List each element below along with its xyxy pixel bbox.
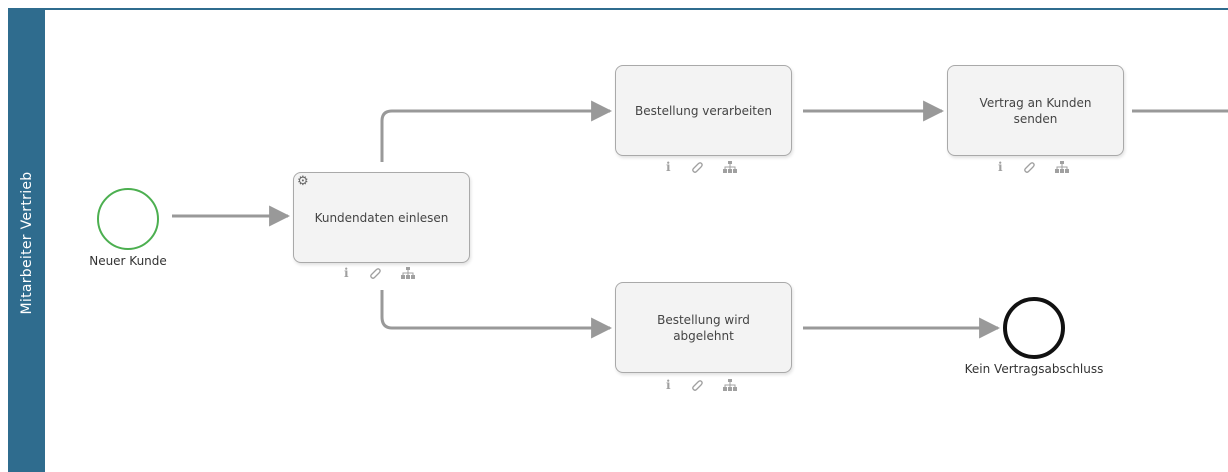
start-event-label: Neuer Kunde — [89, 254, 167, 268]
info-icon[interactable]: i — [666, 378, 671, 392]
task-bestellung-verarbeiten[interactable]: Bestellung verarbeiten — [615, 65, 792, 156]
flow-kundendaten-to-abgelehnt[interactable] — [380, 290, 613, 339]
info-icon[interactable]: i — [666, 160, 671, 174]
task-actions: i — [666, 160, 737, 174]
hierarchy-icon[interactable] — [400, 267, 415, 279]
flow-kundendaten-to-bestellung-verarbeiten[interactable] — [380, 100, 613, 162]
attachment-icon[interactable] — [369, 267, 381, 279]
task-vertrag-an-kunden-senden[interactable]: Vertrag an Kunden senden — [947, 65, 1124, 156]
attachment-icon[interactable] — [1023, 161, 1035, 173]
task-label: Bestellung wird abgelehnt — [657, 312, 750, 343]
attachment-icon[interactable] — [691, 379, 703, 391]
gear-icon: ⚙ — [297, 174, 309, 189]
task-bestellung-wird-abgelehnt[interactable]: Bestellung wird abgelehnt — [615, 282, 792, 373]
end-event-label: Kein Vertragsabschluss — [964, 362, 1104, 376]
info-icon[interactable]: i — [344, 266, 349, 280]
start-event[interactable] — [97, 188, 159, 250]
task-actions: i — [998, 160, 1069, 174]
pool-top-border — [8, 8, 1228, 10]
info-icon[interactable]: i — [998, 160, 1003, 174]
task-actions: i — [344, 266, 415, 280]
hierarchy-icon[interactable] — [1054, 161, 1069, 173]
task-label: Kundendaten einlesen — [314, 210, 449, 225]
hierarchy-icon[interactable] — [722, 379, 737, 391]
end-event[interactable] — [1003, 297, 1065, 359]
task-kundendaten-einlesen[interactable]: ⚙ Kundendaten einlesen — [293, 172, 470, 263]
lane-header[interactable] — [8, 9, 45, 472]
task-label: Bestellung verarbeiten — [635, 103, 772, 118]
hierarchy-icon[interactable] — [722, 161, 737, 173]
attachment-icon[interactable] — [691, 161, 703, 173]
task-actions: i — [666, 378, 737, 392]
task-label: Vertrag an Kunden senden — [979, 95, 1092, 126]
